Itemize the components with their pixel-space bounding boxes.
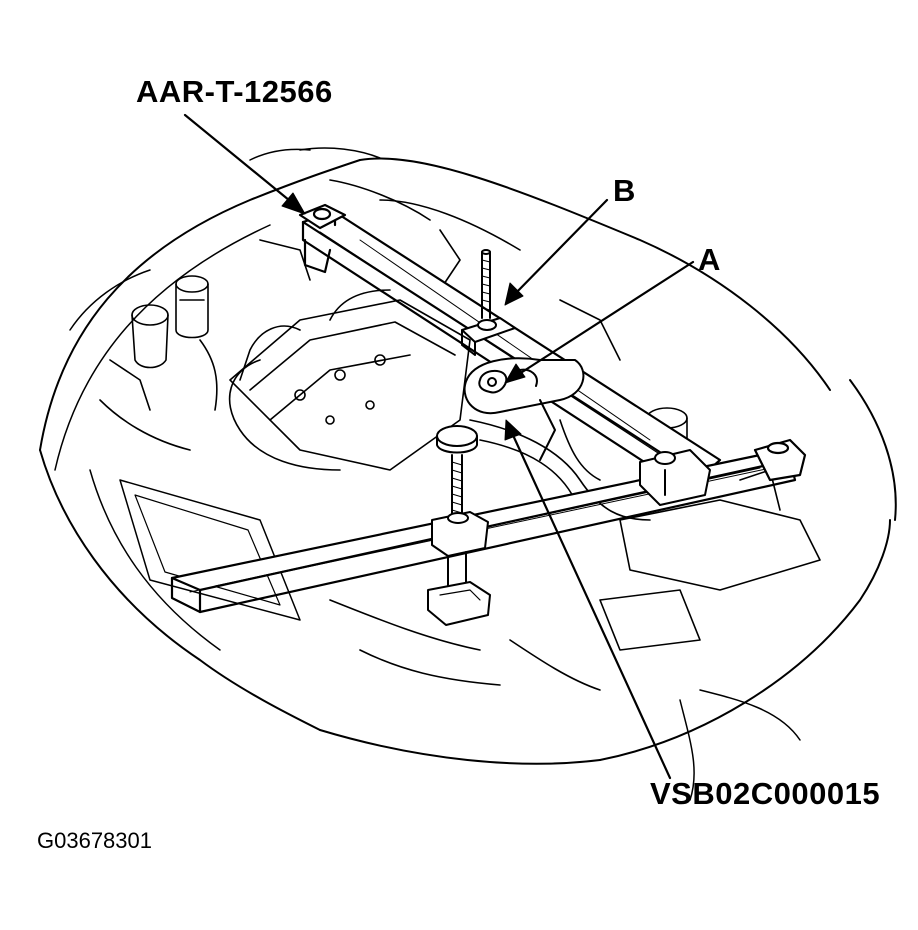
figure-id: G03678301 bbox=[37, 828, 152, 853]
beam-junction-clamp bbox=[640, 450, 710, 505]
bracket-a bbox=[465, 358, 584, 460]
leader-lines bbox=[185, 115, 693, 778]
tool-label-bottom: VSB02C000015 bbox=[650, 776, 881, 811]
tool-label-top: AAR-T-12566 bbox=[136, 74, 333, 109]
leader-arrowheads bbox=[282, 193, 525, 440]
vehicle-body-outline bbox=[40, 148, 896, 800]
adjuster-stand bbox=[428, 426, 490, 625]
callout-a-label: A bbox=[698, 242, 721, 277]
hook-b-assembly bbox=[462, 250, 515, 355]
callout-b-label: B bbox=[613, 173, 636, 208]
